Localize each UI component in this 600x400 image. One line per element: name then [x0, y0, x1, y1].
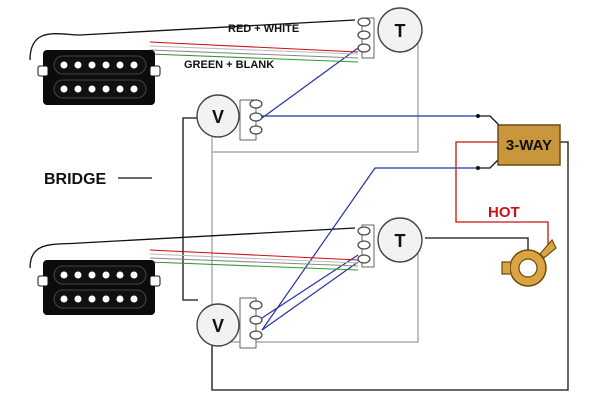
bottom-lead-gray — [149, 257, 359, 267]
bottom-lead-white — [149, 253, 359, 264]
switch-label: 3-WAY — [506, 137, 552, 154]
tone-top-label: T — [395, 21, 406, 41]
red-wires — [455, 141, 549, 246]
switch-term-bottom — [478, 157, 501, 169]
pot-volume-bottom — [196, 297, 263, 349]
pot-tone-top — [357, 7, 423, 59]
pickup-top — [37, 50, 161, 105]
pot-volume-top — [196, 94, 263, 141]
top-pickup-leads — [149, 41, 359, 63]
hot-wire — [455, 141, 549, 246]
blue-bottom-tone-to-v2 — [261, 261, 359, 331]
bridge-label: BRIDGE — [44, 171, 107, 188]
bottom-pickup-lead — [29, 227, 356, 269]
three-way-switch — [476, 114, 561, 170]
ground-lines — [211, 42, 419, 343]
top-v-loop — [182, 117, 200, 301]
hot-label: HOT — [488, 204, 520, 221]
top-lead-red — [149, 41, 359, 53]
switch-term-top — [478, 115, 501, 127]
tone-bottom-label: T — [395, 231, 406, 251]
blue-bottom-v-to-switch — [261, 167, 478, 331]
top-pickup-lead — [29, 19, 356, 61]
top-lead-gray — [149, 49, 359, 59]
red-white-label: RED + WHITE — [228, 23, 299, 35]
bottom-lead-red — [149, 249, 359, 261]
green-blank-label: GREEN + BLANK — [184, 59, 274, 71]
pot-tone-bottom — [357, 217, 423, 268]
black-wires — [29, 19, 569, 391]
blue-wires — [261, 47, 478, 331]
bottom-lead-green — [149, 261, 359, 271]
volume-top-label: V — [212, 107, 224, 127]
tone-to-jack — [425, 237, 529, 250]
pickup-bottom — [37, 260, 161, 315]
bottom-pickup-leads — [149, 249, 359, 271]
output-bottom — [211, 141, 569, 391]
blue-top-tone-to-v — [261, 47, 359, 119]
volume-bottom-label: V — [212, 316, 224, 336]
output-jack — [501, 238, 557, 287]
top-lead-white — [149, 45, 359, 55]
top-lead-green — [149, 53, 359, 63]
